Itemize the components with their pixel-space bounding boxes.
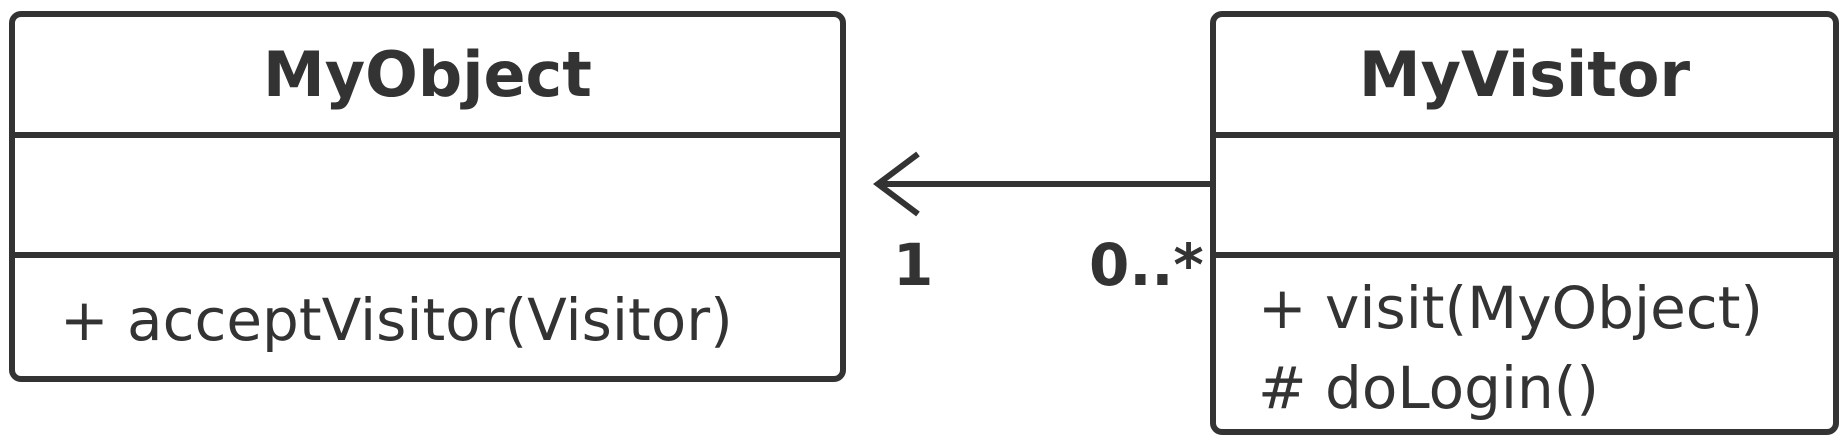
multiplicity-source: 0..*: [1089, 231, 1204, 299]
open-arrowhead-icon: [873, 151, 920, 217]
operations-compartment-myobject: + acceptVisitor(Visitor): [15, 258, 840, 360]
class-name-myobject: MyObject: [15, 17, 840, 138]
multiplicity-target: 1: [893, 231, 934, 299]
class-name-myvisitor: MyVisitor: [1216, 17, 1833, 138]
class-box-myvisitor[interactable]: MyVisitor + visit(MyObject) # doLogin(): [1210, 11, 1839, 435]
operation-visit: + visit(MyObject): [1258, 274, 1764, 342]
attributes-compartment-myvisitor: [1216, 138, 1833, 258]
class-box-myobject[interactable]: MyObject + acceptVisitor(Visitor): [9, 11, 846, 382]
operations-compartment-myvisitor: + visit(MyObject) # doLogin(): [1216, 258, 1833, 428]
operation-do-login: # doLogin(): [1258, 354, 1600, 422]
attributes-compartment-myobject: [15, 138, 840, 258]
operation-accept-visitor: + acceptVisitor(Visitor): [60, 286, 733, 354]
